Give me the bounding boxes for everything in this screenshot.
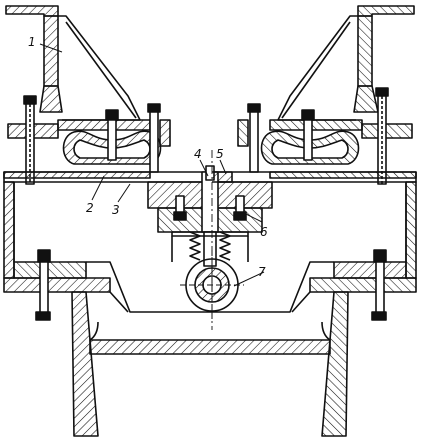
callout-6: 6 (260, 225, 268, 239)
callout-1: 1 (28, 35, 36, 49)
callout-labels: 1 2 3 4 5 6 7 (28, 35, 268, 279)
callout-5: 5 (216, 147, 224, 161)
callout-2: 2 (86, 201, 94, 215)
center-pivot (147, 165, 273, 267)
callout-4: 4 (194, 147, 202, 161)
main-frame (3, 171, 417, 321)
callout-3: 3 (112, 203, 120, 217)
top-bolts (23, 87, 389, 185)
lower-i-beam (71, 291, 349, 437)
callout-leaders (39, 43, 265, 287)
callout-7: 7 (258, 265, 266, 279)
right-upper-beam (269, 5, 415, 139)
